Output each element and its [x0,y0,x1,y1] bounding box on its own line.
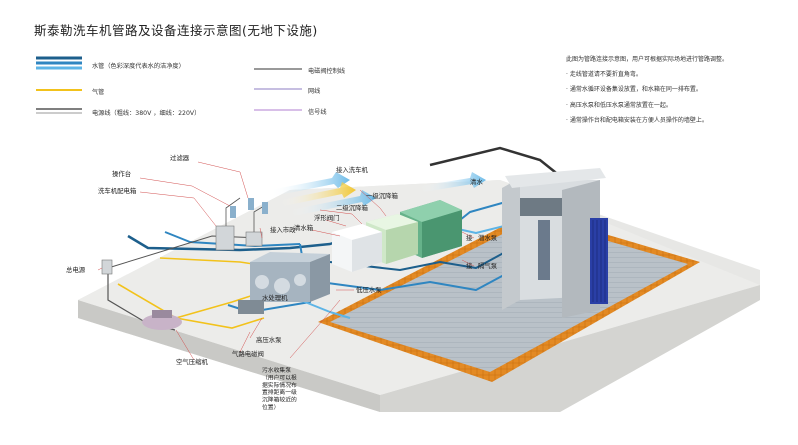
main-power-box [102,260,112,274]
high-pressure-pump [238,300,264,314]
callout-washer-panel: 洗车机配电箱 [98,186,137,195]
callout-filter: 过滤器 [170,153,190,162]
callout-inlet-b: 接 [466,261,473,270]
callout-circ-pump: 隔气泵 [478,261,498,270]
callout-to-municipal: 接入市政 [270,225,296,234]
recycle-note-line: 位置） [262,403,279,411]
callout-secondary-tank: 二级沉降箱 [336,203,369,212]
callout-float-valve: 浮形阀门 [314,213,340,222]
callout-clean-tank: 清水箱 [294,223,314,232]
callout-sewage-pump: 潜水泵 [478,233,498,242]
callout-inlet-a: 接 [466,233,473,242]
recycle-note-line: （用户可以根 [262,373,297,381]
washer-distribution-box [216,226,234,250]
callout-compressor: 空气压缩机 [176,357,209,366]
callout-primary-tank: 一级沉降箱 [366,191,399,200]
recycle-note-line: 沉降箱较近的 [262,396,297,404]
console-box [246,232,262,246]
callout-main-power: 总电源 [66,265,86,274]
callout-high-pump: 高压水泵 [256,335,282,344]
callout-to-washer: 接入洗车机 [336,165,369,174]
gantry-car-washer [502,168,608,318]
callout-clean-water: 清水 [470,177,483,186]
recycle-note-line: 据实际情况布 [262,381,297,389]
recycle-note-line: 置排距离一级 [262,388,297,396]
callout-console: 操作台 [112,169,131,178]
callout-recycle-equipment: 水处理机 [262,293,288,302]
callout-low-pump: 低压水泵 [356,285,382,294]
callout-air-valve: 气路电磁阀 [232,349,264,358]
recycle-note-line: 污水收集泵 [262,366,291,374]
